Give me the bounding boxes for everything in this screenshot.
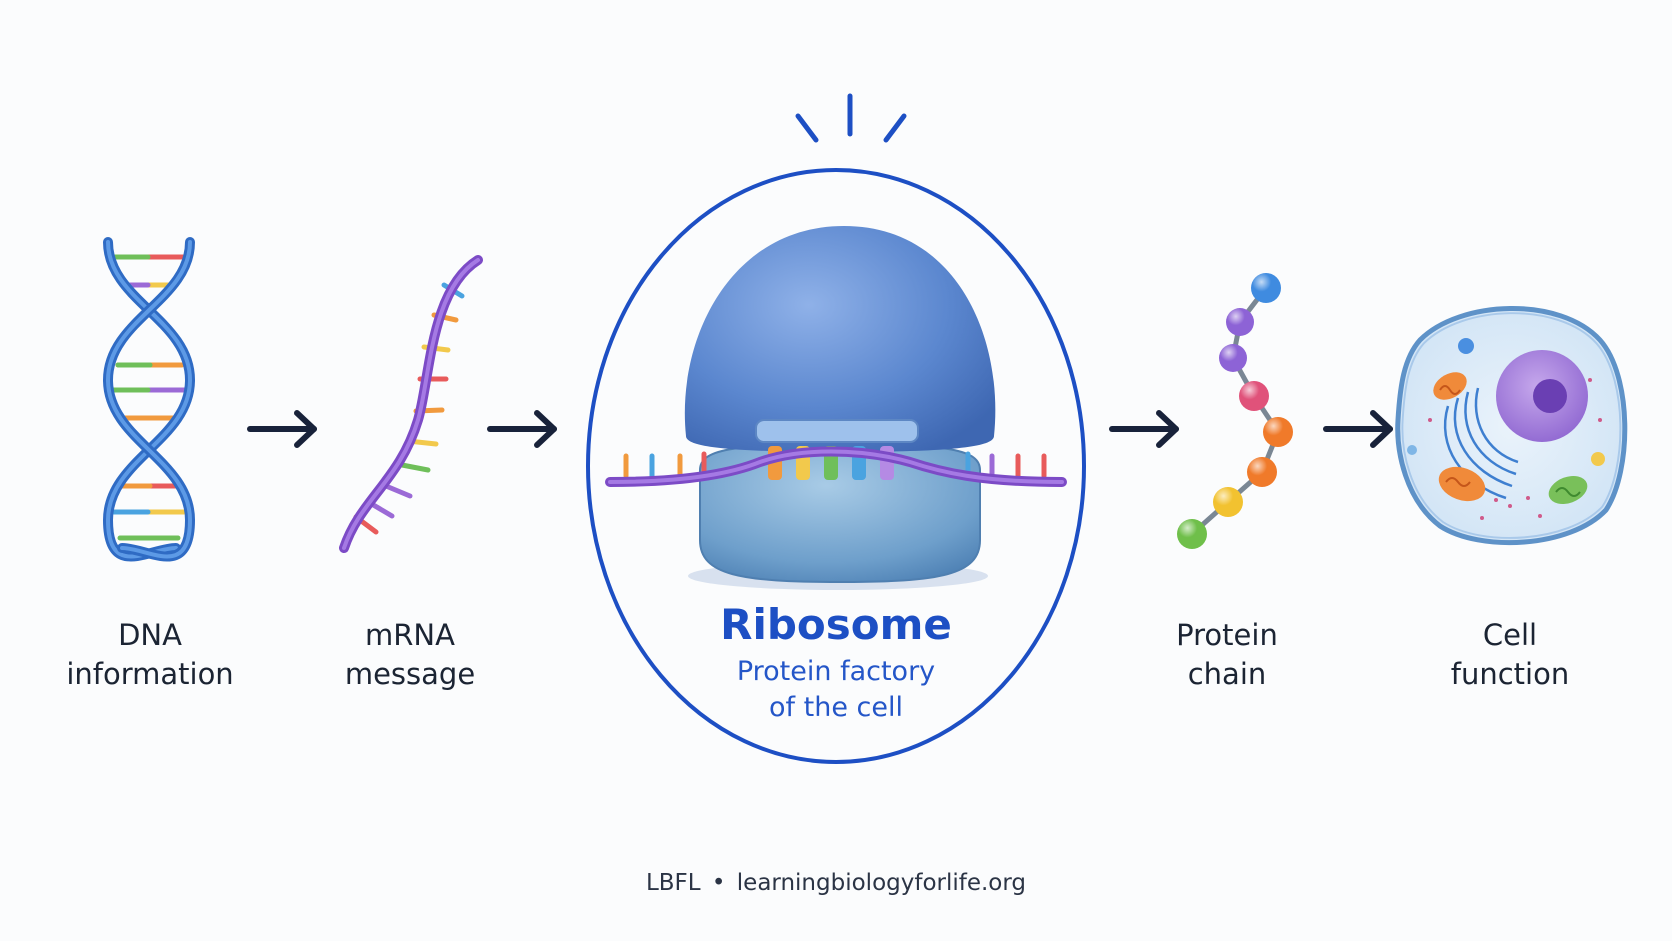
footer-url: learningbiologyforlife.org [736,870,1027,896]
highlight-ellipse [586,168,1086,764]
ribosome-subtitle: Protein factory of the cell [636,654,1036,726]
dna-helix-icon [102,237,196,562]
arrow-right-icon [1323,410,1393,448]
arrow-right-icon [247,410,317,448]
footer-brand: LBFL [645,870,701,896]
step-label-protein: Protein chain [1117,616,1337,694]
cell-icon [1395,306,1628,546]
protein-chain-icon [1177,273,1293,549]
step-label-cell: Cell function [1400,616,1620,694]
dna-label-line2: information [66,657,234,691]
step-label-mrna: mRNA message [300,616,520,694]
cell-label-line1: Cell [1482,618,1538,652]
footer-separator: • [711,870,726,896]
dna-label-line1: DNA [118,618,182,652]
step-label-dna: DNA information [40,616,260,694]
ribosome-title: Ribosome [720,600,952,649]
mrna-label-line2: message [344,657,476,691]
arrow-right-icon [1109,410,1179,448]
arrow-right-icon [487,410,557,448]
cell-label-line2: function [1450,657,1570,691]
mrna-label-line1: mRNA [365,618,455,652]
protein-label-line1: Protein [1176,618,1278,652]
ribosome-subtitle-line1: Protein factory [736,656,936,687]
footer-credit: LBFL • learningbiologyforlife.org [536,868,1136,898]
emphasis-rays-icon [795,93,907,143]
protein-label-line2: chain [1187,657,1267,691]
mrna-strand-icon [339,255,483,553]
ribosome-icon [605,226,1067,590]
ribosome-subtitle-line2: of the cell [769,692,903,723]
